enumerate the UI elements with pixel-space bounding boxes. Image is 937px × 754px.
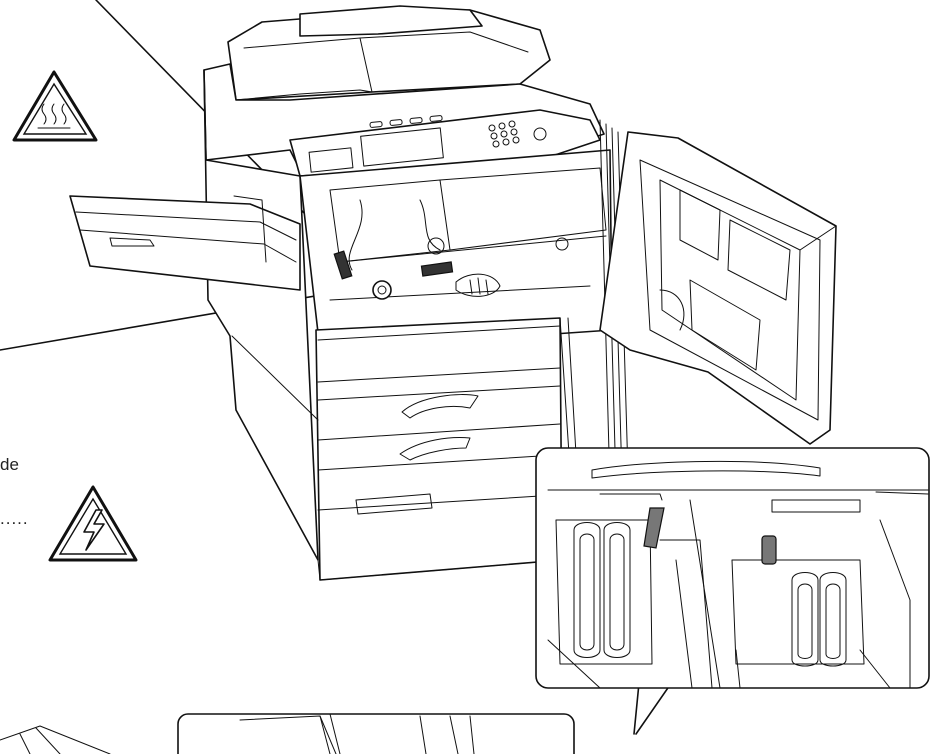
- release-lever: [333, 250, 353, 280]
- hot-surface-warning-icon: [12, 70, 98, 142]
- electric-shock-warning-icon: [48, 485, 138, 562]
- touch-panel: [360, 127, 444, 167]
- exit-tray: [69, 195, 301, 291]
- output-tray-feeder: [299, 5, 483, 37]
- front-interior: [299, 149, 613, 351]
- paper-guide-marker-right: [761, 535, 777, 565]
- paper-guide-marker-left: [643, 507, 665, 549]
- transfer-knob: [372, 280, 392, 300]
- fuser-lever: [420, 261, 454, 277]
- text-fragment-dots: .....: [0, 509, 29, 528]
- text-fragment-de: de: [0, 455, 19, 474]
- lower-partial-illustration: [0, 713, 575, 754]
- keypad: [488, 120, 547, 148]
- cassette-handles: [355, 394, 479, 515]
- panel-keys: [369, 115, 443, 128]
- copier-body: [203, 5, 629, 581]
- left-side-panel: [203, 69, 319, 561]
- zoom-inset: [535, 447, 930, 689]
- lower-front: [315, 317, 563, 581]
- right-side-door: [599, 131, 837, 445]
